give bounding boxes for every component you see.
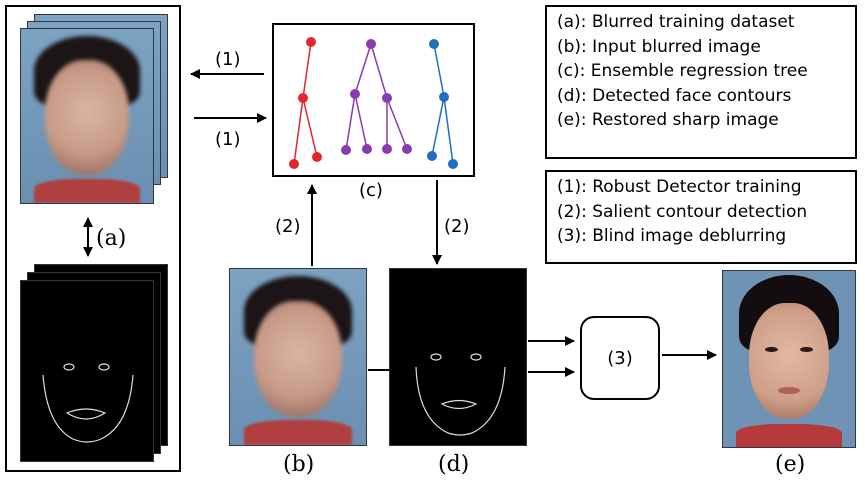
legend-item-a: (a): Blurred training dataset	[557, 12, 795, 32]
label-c: (c)	[359, 180, 383, 201]
blurred-training-photo	[20, 28, 154, 204]
tree-node	[366, 39, 376, 49]
training-contour-image	[20, 280, 154, 462]
arrow-label-training-to-dataset: (1)	[215, 49, 241, 70]
regression-trees	[289, 37, 458, 169]
tree-blue	[427, 39, 458, 169]
label-d: (d)	[438, 452, 470, 477]
tree-node	[298, 93, 308, 103]
training-dataset-panel	[5, 5, 181, 472]
restored-sharp-image	[722, 270, 856, 448]
tree-purple	[341, 39, 412, 155]
regression-tree-box	[272, 23, 475, 177]
process-label: (3)	[607, 347, 633, 369]
detected-contour-drawing	[415, 353, 506, 436]
legend-item-c: (c): Ensemble regression tree	[557, 61, 808, 81]
input-blurred-image	[229, 268, 367, 446]
step-item-3: (3): Blind image deblurring	[557, 226, 787, 246]
tree-node	[341, 145, 351, 155]
tree-node	[429, 39, 439, 49]
tree-node	[289, 159, 299, 169]
legend-box-items: (a): Blurred training dataset (b): Input…	[545, 5, 857, 159]
legend-box-steps: (1): Robust Detector training (2): Salie…	[545, 170, 857, 264]
step-item-1: (1): Robust Detector training	[557, 177, 802, 197]
arrow-label-tree-to-contours: (2)	[444, 216, 470, 237]
tree-node	[402, 144, 412, 154]
tree-node	[362, 144, 372, 154]
tree-node	[439, 92, 449, 102]
legend-item-e: (e): Restored sharp image	[557, 110, 779, 130]
tree-node	[306, 37, 316, 47]
tree-node	[448, 159, 458, 169]
label-b: (b)	[283, 452, 315, 477]
legend-item-b: (b): Input blurred image	[557, 36, 761, 57]
label-a: (a)	[96, 226, 127, 251]
tree-node	[382, 93, 392, 103]
detected-contours-image	[389, 268, 527, 446]
legend-item-d: (d): Detected face contours	[557, 85, 792, 106]
deblurring-process-box: (3)	[580, 316, 660, 400]
step-item-2: (2): Salient contour detection	[557, 201, 808, 222]
arrow-label-training-from-dataset: (1)	[215, 129, 241, 150]
label-e: (e)	[775, 452, 806, 477]
tree-node	[350, 89, 360, 99]
face-contour-drawing	[42, 363, 134, 443]
tree-red	[289, 37, 322, 169]
tree-node	[382, 144, 392, 154]
tree-node	[427, 151, 437, 161]
tree-node	[312, 152, 322, 162]
arrow-label-input-to-tree: (2)	[275, 216, 301, 237]
